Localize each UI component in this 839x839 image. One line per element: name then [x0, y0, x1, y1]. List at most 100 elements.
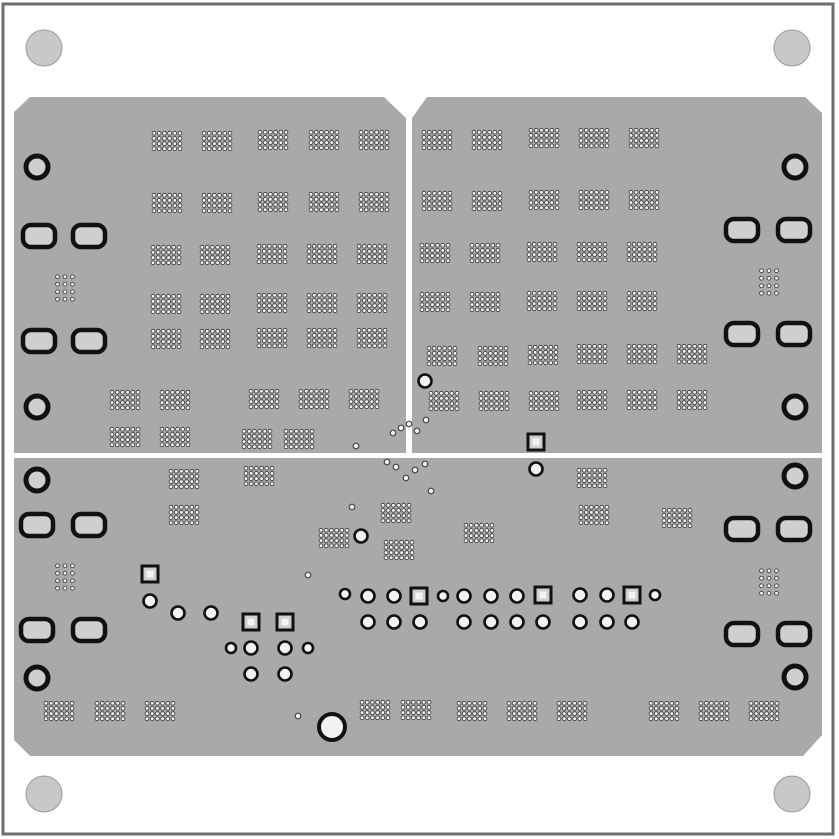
via	[476, 140, 482, 145]
via	[581, 405, 587, 411]
via	[440, 307, 446, 313]
via	[681, 389, 687, 395]
via	[642, 247, 647, 252]
via	[602, 405, 608, 411]
via	[356, 259, 362, 265]
via	[764, 700, 769, 706]
via	[62, 563, 68, 569]
smd-pad	[723, 620, 761, 648]
via	[199, 309, 205, 315]
via	[267, 428, 273, 434]
via	[334, 197, 340, 202]
via	[125, 442, 130, 448]
via	[150, 244, 156, 250]
via	[401, 513, 407, 518]
via	[430, 248, 435, 253]
via	[204, 299, 210, 304]
via	[64, 700, 70, 706]
via	[176, 299, 182, 304]
via	[766, 583, 772, 589]
via	[430, 307, 435, 313]
via	[468, 538, 474, 544]
via	[405, 710, 411, 715]
via	[648, 700, 654, 706]
via	[498, 351, 504, 356]
via	[162, 203, 167, 208]
via	[592, 478, 597, 483]
via	[199, 328, 205, 334]
via	[215, 260, 220, 266]
via	[592, 252, 597, 257]
via	[759, 700, 764, 706]
via	[552, 247, 558, 252]
via	[628, 195, 634, 200]
via	[308, 207, 314, 213]
via	[194, 515, 200, 520]
via	[597, 395, 603, 400]
via	[379, 140, 385, 145]
via	[385, 699, 391, 705]
via	[268, 135, 273, 140]
via	[227, 198, 233, 203]
via	[652, 359, 658, 365]
via	[522, 716, 527, 722]
via	[576, 296, 582, 301]
via	[493, 345, 498, 351]
via	[532, 355, 538, 360]
via	[602, 296, 608, 301]
via	[626, 301, 632, 306]
via	[604, 127, 610, 133]
via	[583, 200, 589, 205]
via	[687, 343, 692, 349]
via	[283, 135, 289, 140]
via	[469, 291, 475, 297]
via	[161, 334, 166, 339]
via-array	[306, 292, 338, 314]
via	[561, 706, 567, 711]
via	[472, 716, 477, 722]
via	[204, 309, 210, 315]
via	[487, 140, 492, 145]
via	[626, 359, 632, 365]
via	[426, 710, 432, 715]
via	[626, 296, 632, 301]
via	[306, 303, 312, 308]
via	[626, 405, 632, 411]
via	[567, 716, 572, 722]
via	[313, 191, 319, 197]
via	[583, 133, 589, 138]
via	[185, 389, 191, 395]
via	[489, 406, 494, 412]
via	[160, 716, 165, 722]
via	[642, 306, 647, 312]
via	[327, 338, 333, 343]
via	[639, 189, 644, 195]
via	[304, 439, 310, 444]
via	[527, 350, 533, 355]
via	[184, 515, 189, 520]
via	[110, 716, 115, 722]
via	[114, 389, 120, 395]
via	[359, 705, 365, 710]
via	[644, 127, 649, 133]
via	[248, 394, 254, 399]
via	[439, 396, 444, 401]
via	[363, 202, 369, 207]
via	[480, 307, 485, 313]
via-array	[380, 502, 412, 524]
via	[482, 351, 488, 356]
via	[179, 479, 184, 484]
via	[385, 513, 391, 518]
via	[220, 244, 226, 250]
via	[421, 190, 427, 196]
via	[162, 141, 167, 146]
via	[543, 344, 548, 350]
via	[527, 711, 533, 716]
via	[370, 715, 375, 721]
via	[594, 200, 599, 205]
via	[537, 290, 542, 296]
via	[166, 293, 171, 299]
via	[449, 406, 455, 412]
via-array	[698, 700, 730, 722]
via	[599, 205, 605, 211]
